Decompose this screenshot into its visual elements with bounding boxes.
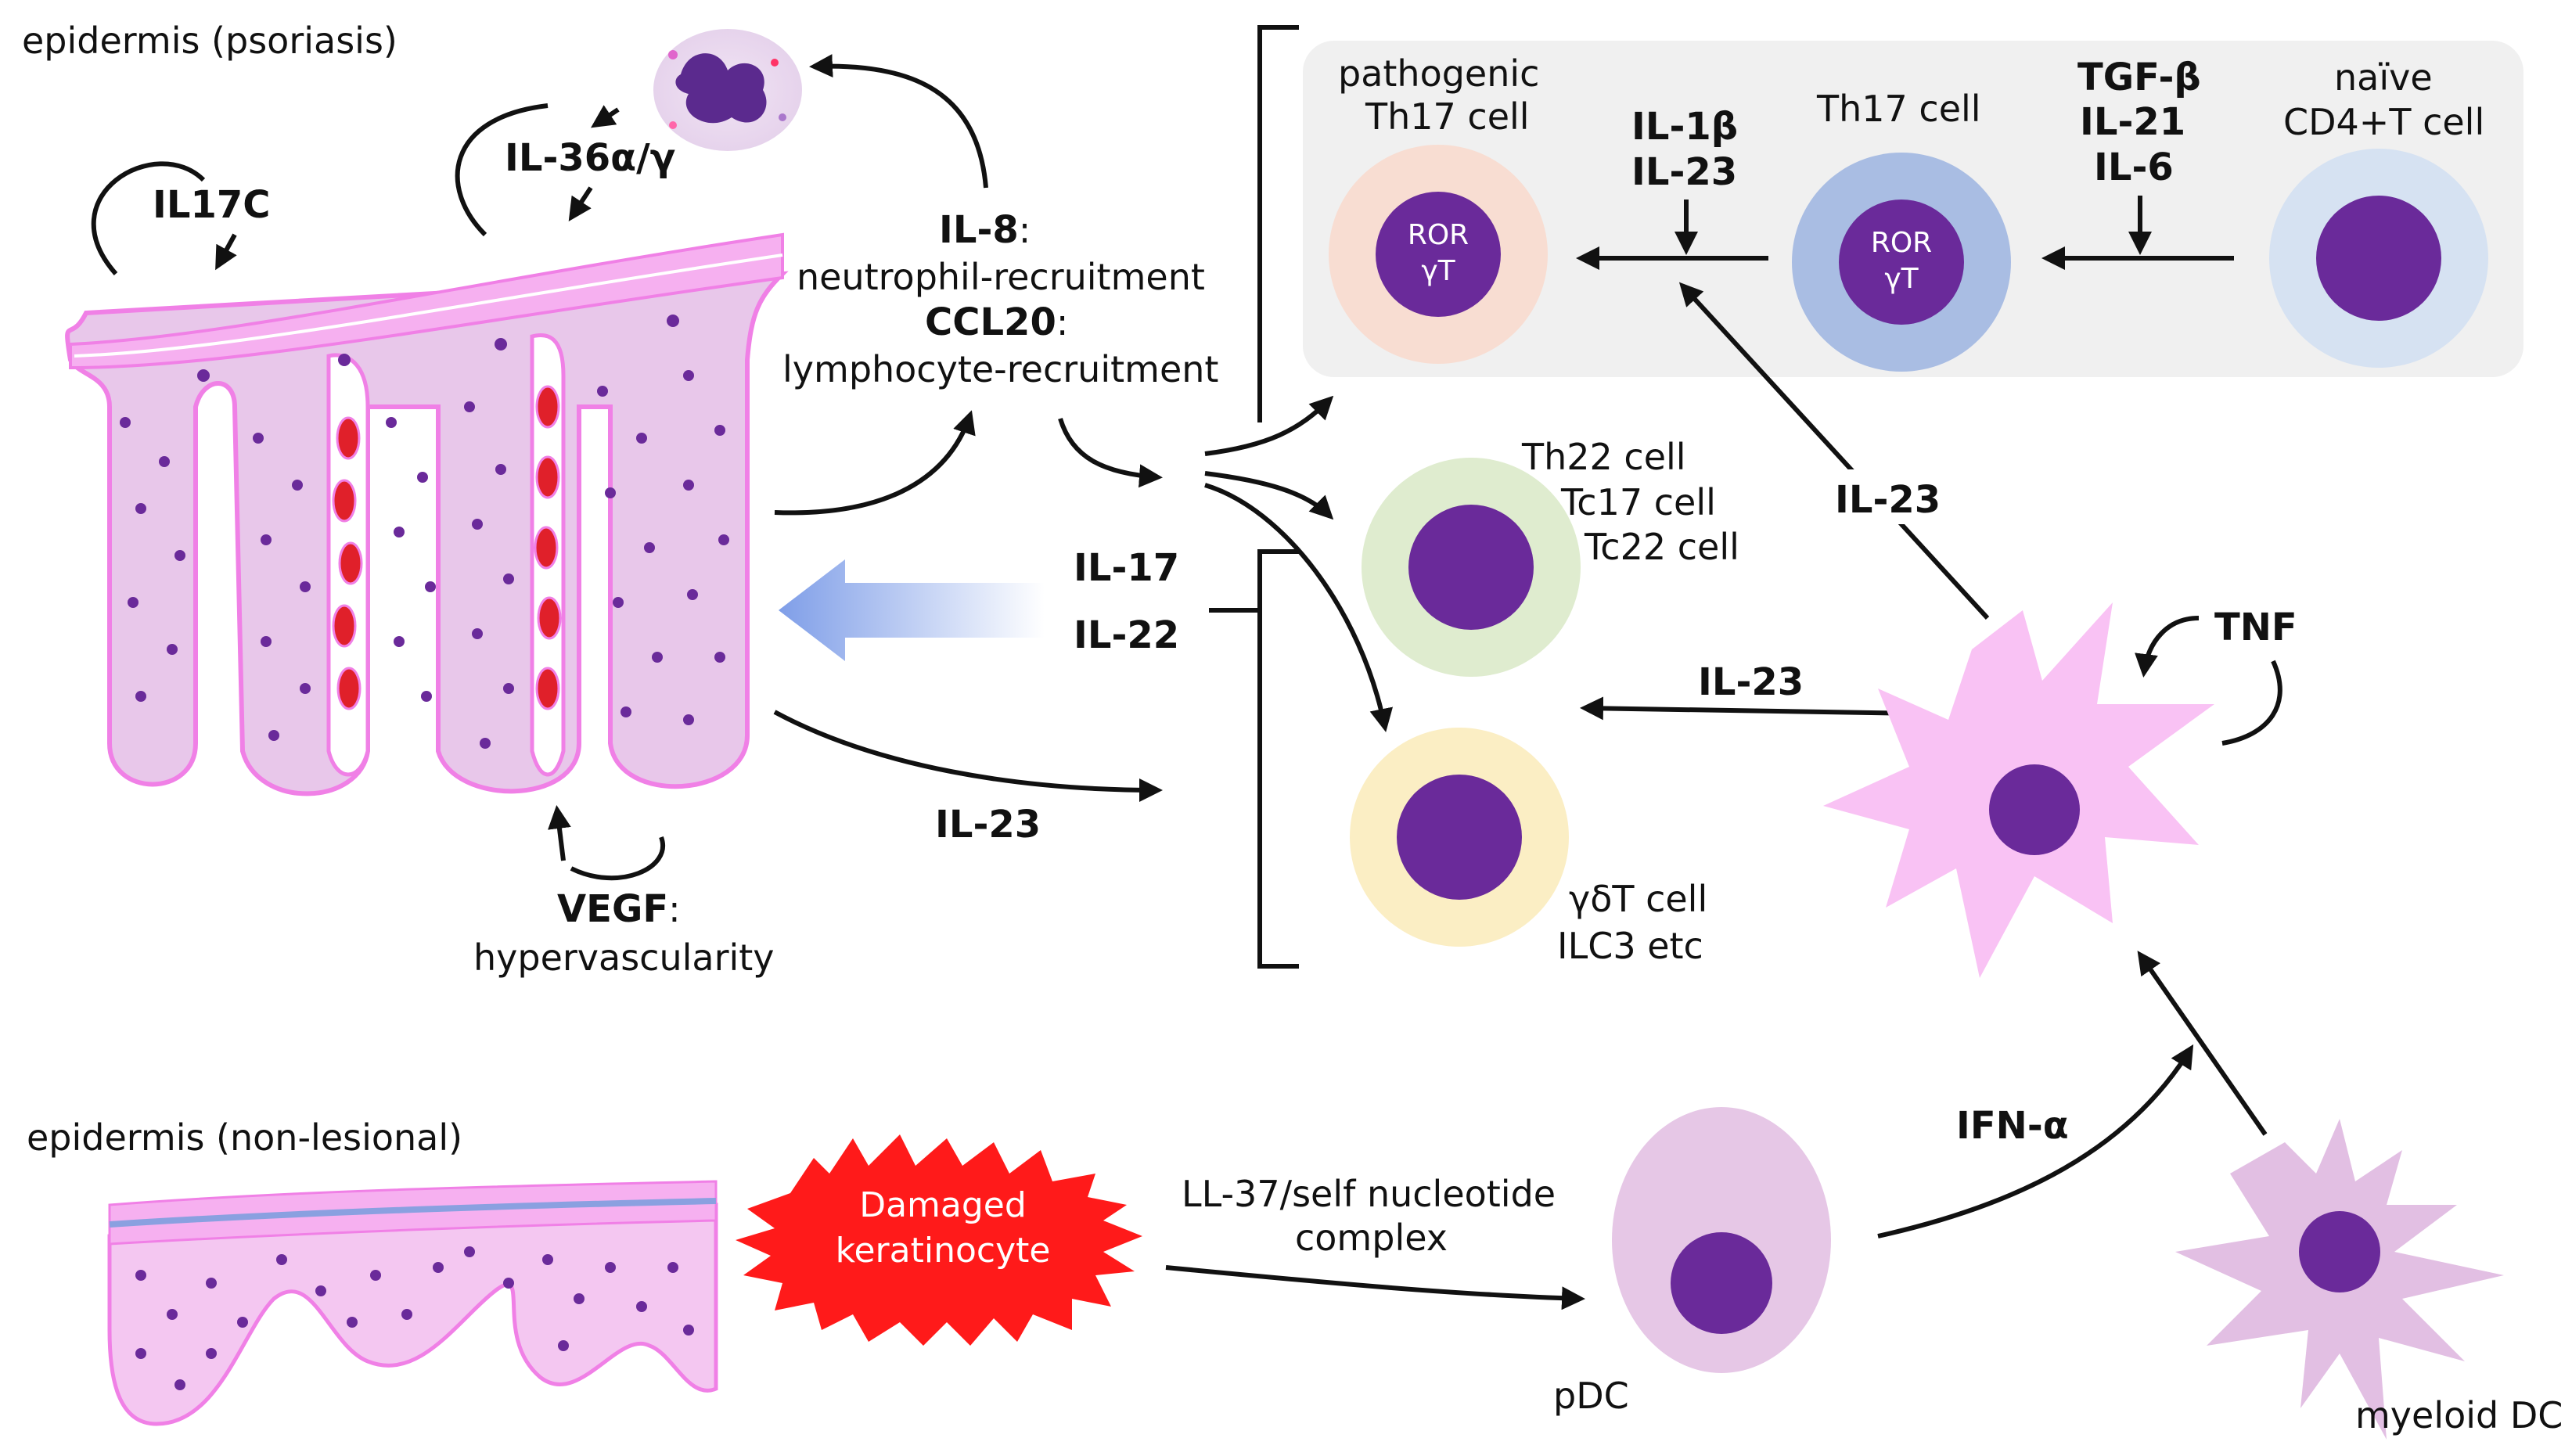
vegf-loop-arrow: [570, 836, 665, 881]
label-th17: Th17 cell: [1816, 88, 1981, 130]
label-gdt: γδT cell: [1569, 878, 1707, 920]
label-keratinocyte: keratinocyte: [836, 1231, 1051, 1271]
label-il6: IL-6: [2094, 146, 2174, 189]
label-hypervascularity: hypervascularity: [473, 937, 775, 979]
label-il8: IL-8:: [939, 208, 1031, 252]
pathogenic-th17-cell: ROR γT: [1329, 145, 1548, 364]
arrow-to-th17-box: [1204, 395, 1334, 456]
psoriatic-epidermis-illustration: [65, 232, 789, 796]
tnf-loop-arrow: [2221, 660, 2282, 746]
il23-mid-bg: [1823, 469, 1956, 524]
il17c-arrow: [215, 233, 237, 271]
tnf-arrow: [2135, 616, 2200, 678]
pdc-cell: [1612, 1107, 1831, 1373]
upper-bracket: [1257, 25, 1299, 422]
label-ll37: LL-37/self nucleotide: [1182, 1173, 1556, 1215]
th17-cell: ROR γT: [1792, 153, 2011, 372]
ll37-to-pdc-arrow: [1165, 1265, 1585, 1310]
label-il23-left: IL-23: [935, 803, 1041, 847]
label-il23-top: IL-23: [1631, 150, 1737, 194]
label-tc22: Tc22 cell: [1584, 526, 1739, 568]
label-naive: naïve: [2334, 56, 2433, 99]
arrow-to-th22: [1204, 471, 1334, 520]
label-ccl20: CCL20:: [925, 300, 1068, 344]
label-myeloid-dc: myeloid DC: [2355, 1394, 2563, 1436]
epidermis-to-il8-arrow: [774, 410, 976, 516]
label-lymphocyte-recruitment: lymphocyte-recruitment: [782, 348, 1218, 390]
label-damaged: Damaged: [859, 1185, 1027, 1225]
naive-cd4-cell: [2269, 149, 2488, 368]
lower-bracket: [1257, 549, 1299, 969]
label-tc17: Tc17 cell: [1560, 481, 1716, 523]
label-il23-mid: IL-23: [1835, 478, 1941, 522]
dc-il23-to-th17-arrow: [1678, 282, 1990, 620]
label-th22: Th22 cell: [1521, 436, 1686, 478]
label-pathogenic: pathogenic: [1338, 52, 1539, 95]
label-il36: IL-36α/γ: [505, 136, 675, 180]
neutrophil-icon: [653, 29, 802, 151]
il36-epidermis-arrow: [568, 186, 593, 222]
label-naive-cd4: CD4+T cell: [2283, 101, 2484, 143]
non-lesional-epidermis-illustration: [107, 1180, 718, 1426]
epidermis-il23-arrow: [773, 710, 1163, 802]
label-il1b: IL-1β: [1631, 105, 1738, 149]
label-vegf: VEGF:: [557, 887, 681, 931]
label-il17c: IL17C: [153, 183, 270, 227]
label-il23-dc: IL-23: [1698, 660, 1804, 704]
vegf-arrow: [548, 805, 571, 861]
th22-cell: [1362, 458, 1581, 677]
th17-ror-label: ROR: [1871, 227, 1932, 259]
myeloid-to-dc-arrow: [2137, 951, 2268, 1136]
region-title-psoriasis: epidermis (psoriasis): [22, 20, 397, 62]
il17c-loop-arrow: [91, 161, 206, 275]
dendritic-cell-nucleus: [1989, 764, 2080, 855]
label-il22: IL-22: [1074, 613, 1179, 657]
il8-neutrophil-arrow: [809, 54, 988, 189]
recruitment-to-cells-arrow: [1058, 418, 1163, 488]
il36-neutrophil-arrow: [591, 105, 620, 128]
dc-il23-to-gdt-arrow: [1580, 696, 1922, 721]
label-ifna: IFN-α: [1956, 1104, 2069, 1148]
label-tgfb: TGF-β: [2077, 56, 2201, 99]
label-pdc: pDC: [1553, 1375, 1629, 1417]
pathogenic-ror-label: ROR: [1408, 219, 1469, 251]
il36-loop-arrow: [455, 103, 549, 237]
label-tnf: TNF: [2214, 606, 2297, 649]
arrow-to-gdt: [1204, 483, 1393, 732]
label-ilc3: ILC3 etc: [1557, 925, 1703, 967]
label-il17: IL-17: [1074, 546, 1179, 590]
th17-gt-label: γT: [1884, 263, 1919, 295]
region-title-non-lesional: epidermis (non-lesional): [27, 1116, 462, 1159]
damaged-keratinocyte-burst: [736, 1134, 1142, 1346]
label-complex: complex: [1295, 1217, 1448, 1259]
label-il21: IL-21: [2080, 100, 2185, 144]
myeloid-dc-nucleus: [2299, 1211, 2380, 1292]
il17-il22-arrow: [779, 559, 1045, 661]
label-pathogenic-th17: Th17 cell: [1365, 95, 1530, 138]
label-neutrophil-recruitment: neutrophil-recruitment: [797, 256, 1205, 298]
gamma-delta-t-cell: [1350, 728, 1569, 947]
ifna-arrow: [1877, 1044, 2194, 1238]
pathogenic-gt-label: γT: [1421, 255, 1455, 287]
